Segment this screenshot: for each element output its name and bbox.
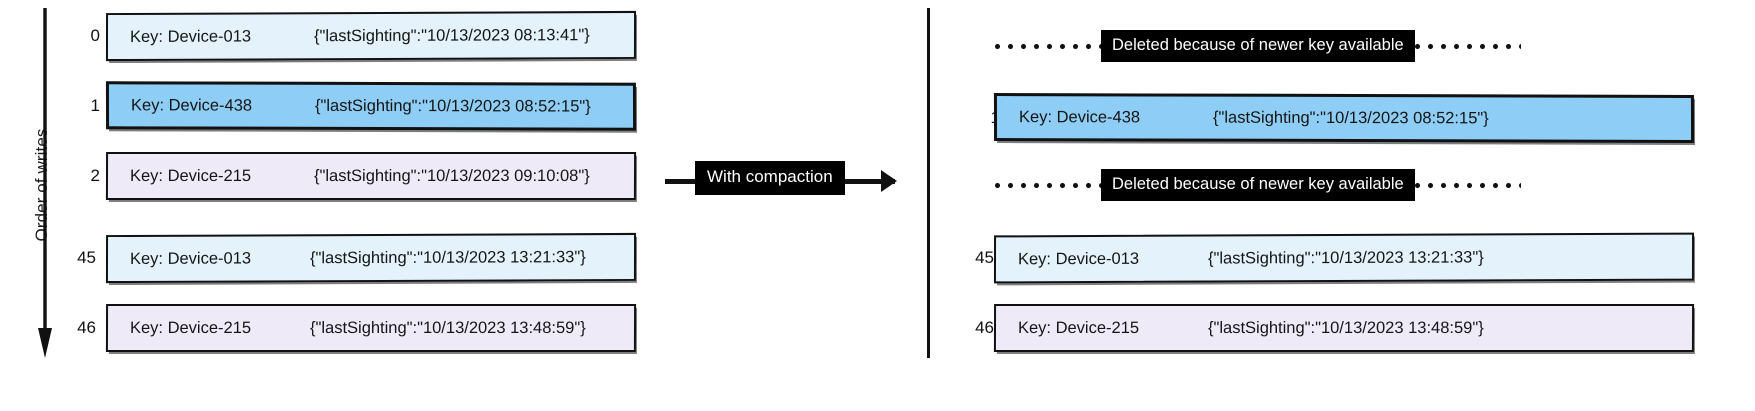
deleted-label: Deleted because of newer key available: [1101, 168, 1415, 202]
with-compaction-arrow: With compaction: [665, 160, 897, 202]
record-key: Key: Device-215: [129, 318, 252, 337]
record-card[interactable]: Key: Device-215 {"lastSighting":"10/13/2…: [105, 151, 637, 201]
record-value: {"lastSighting":"10/13/2023 13:48:59"}: [309, 318, 586, 337]
deleted-annotation: Deleted because of newer key available: [995, 29, 1540, 63]
row-index: 2: [90, 166, 100, 185]
record-key: Key: Device-438: [1018, 107, 1141, 126]
dotted-leader-right: [1414, 43, 1521, 49]
record-key: Key: Device-438: [130, 95, 253, 115]
dotted-leader-left: [995, 43, 1101, 49]
row-index: 45: [77, 248, 96, 267]
dotted-leader-left: [995, 182, 1101, 188]
record-card[interactable]: Key: Device-438 {"lastSighting":"10/13/2…: [993, 93, 1695, 143]
row-index: 46: [77, 318, 96, 337]
record-key: Key: Device-215: [1017, 318, 1140, 337]
record-row[interactable]: 2 Key: Device-215 {"lastSighting":"10/13…: [66, 148, 637, 204]
record-key: Key: Device-013: [1017, 249, 1140, 268]
record-value: {"lastSighting":"10/13/2023 13:21:33"}: [309, 247, 586, 267]
row-index: 1: [90, 96, 100, 115]
record-key: Key: Device-013: [129, 248, 252, 268]
record-card[interactable]: Key: Device-438 {"lastSighting":"10/13/2…: [105, 81, 637, 131]
record-key: Key: Device-013: [129, 26, 252, 46]
record-row[interactable]: 46 Key: Device-215 {"lastSighting":"10/1…: [62, 300, 637, 356]
record-value: {"lastSighting":"10/13/2023 09:10:08"}: [313, 166, 590, 185]
with-compaction-label: With compaction: [695, 161, 845, 195]
down-arrow-icon: [38, 8, 52, 358]
record-row[interactable]: 46 Key: Device-215 {"lastSighting":"10/1…: [960, 300, 1695, 356]
row-index: 45: [975, 248, 994, 267]
row-index: 46: [975, 318, 994, 337]
deleted-annotation: Deleted because of newer key available: [995, 168, 1540, 202]
row-index: 0: [90, 26, 100, 45]
record-row[interactable]: 45 Key: Device-013 {"lastSighting":"10/1…: [960, 230, 1695, 286]
panel-divider: [927, 8, 930, 358]
record-value: {"lastSighting":"10/13/2023 08:52:15"}: [1212, 108, 1489, 127]
record-card[interactable]: Key: Device-013 {"lastSighting":"10/13/2…: [105, 10, 637, 62]
record-row[interactable]: 1 Key: Device-438 {"lastSighting":"10/13…: [966, 90, 1695, 146]
record-row[interactable]: 0 Key: Device-013 {"lastSighting":"10/13…: [66, 8, 637, 64]
deleted-label: Deleted because of newer key available: [1101, 29, 1415, 63]
record-value: {"lastSighting":"10/13/2023 08:13:41"}: [313, 25, 590, 45]
record-card[interactable]: Key: Device-215 {"lastSighting":"10/13/2…: [105, 303, 637, 353]
record-key: Key: Device-215: [129, 166, 252, 185]
record-value: {"lastSighting":"10/13/2023 13:21:33"}: [1207, 247, 1484, 268]
record-value: {"lastSighting":"10/13/2023 13:48:59"}: [1207, 318, 1484, 337]
record-value: {"lastSighting":"10/13/2023 08:52:15"}: [314, 96, 591, 116]
record-row[interactable]: 45 Key: Device-013 {"lastSighting":"10/1…: [62, 230, 637, 286]
record-card[interactable]: Key: Device-013 {"lastSighting":"10/13/2…: [993, 232, 1695, 284]
record-card[interactable]: Key: Device-215 {"lastSighting":"10/13/2…: [993, 303, 1695, 353]
record-row[interactable]: 1 Key: Device-438 {"lastSighting":"10/13…: [66, 78, 637, 134]
right-arrow-icon: [881, 170, 897, 192]
record-card[interactable]: Key: Device-013 {"lastSighting":"10/13/2…: [105, 232, 637, 284]
dotted-leader-right: [1414, 182, 1521, 188]
